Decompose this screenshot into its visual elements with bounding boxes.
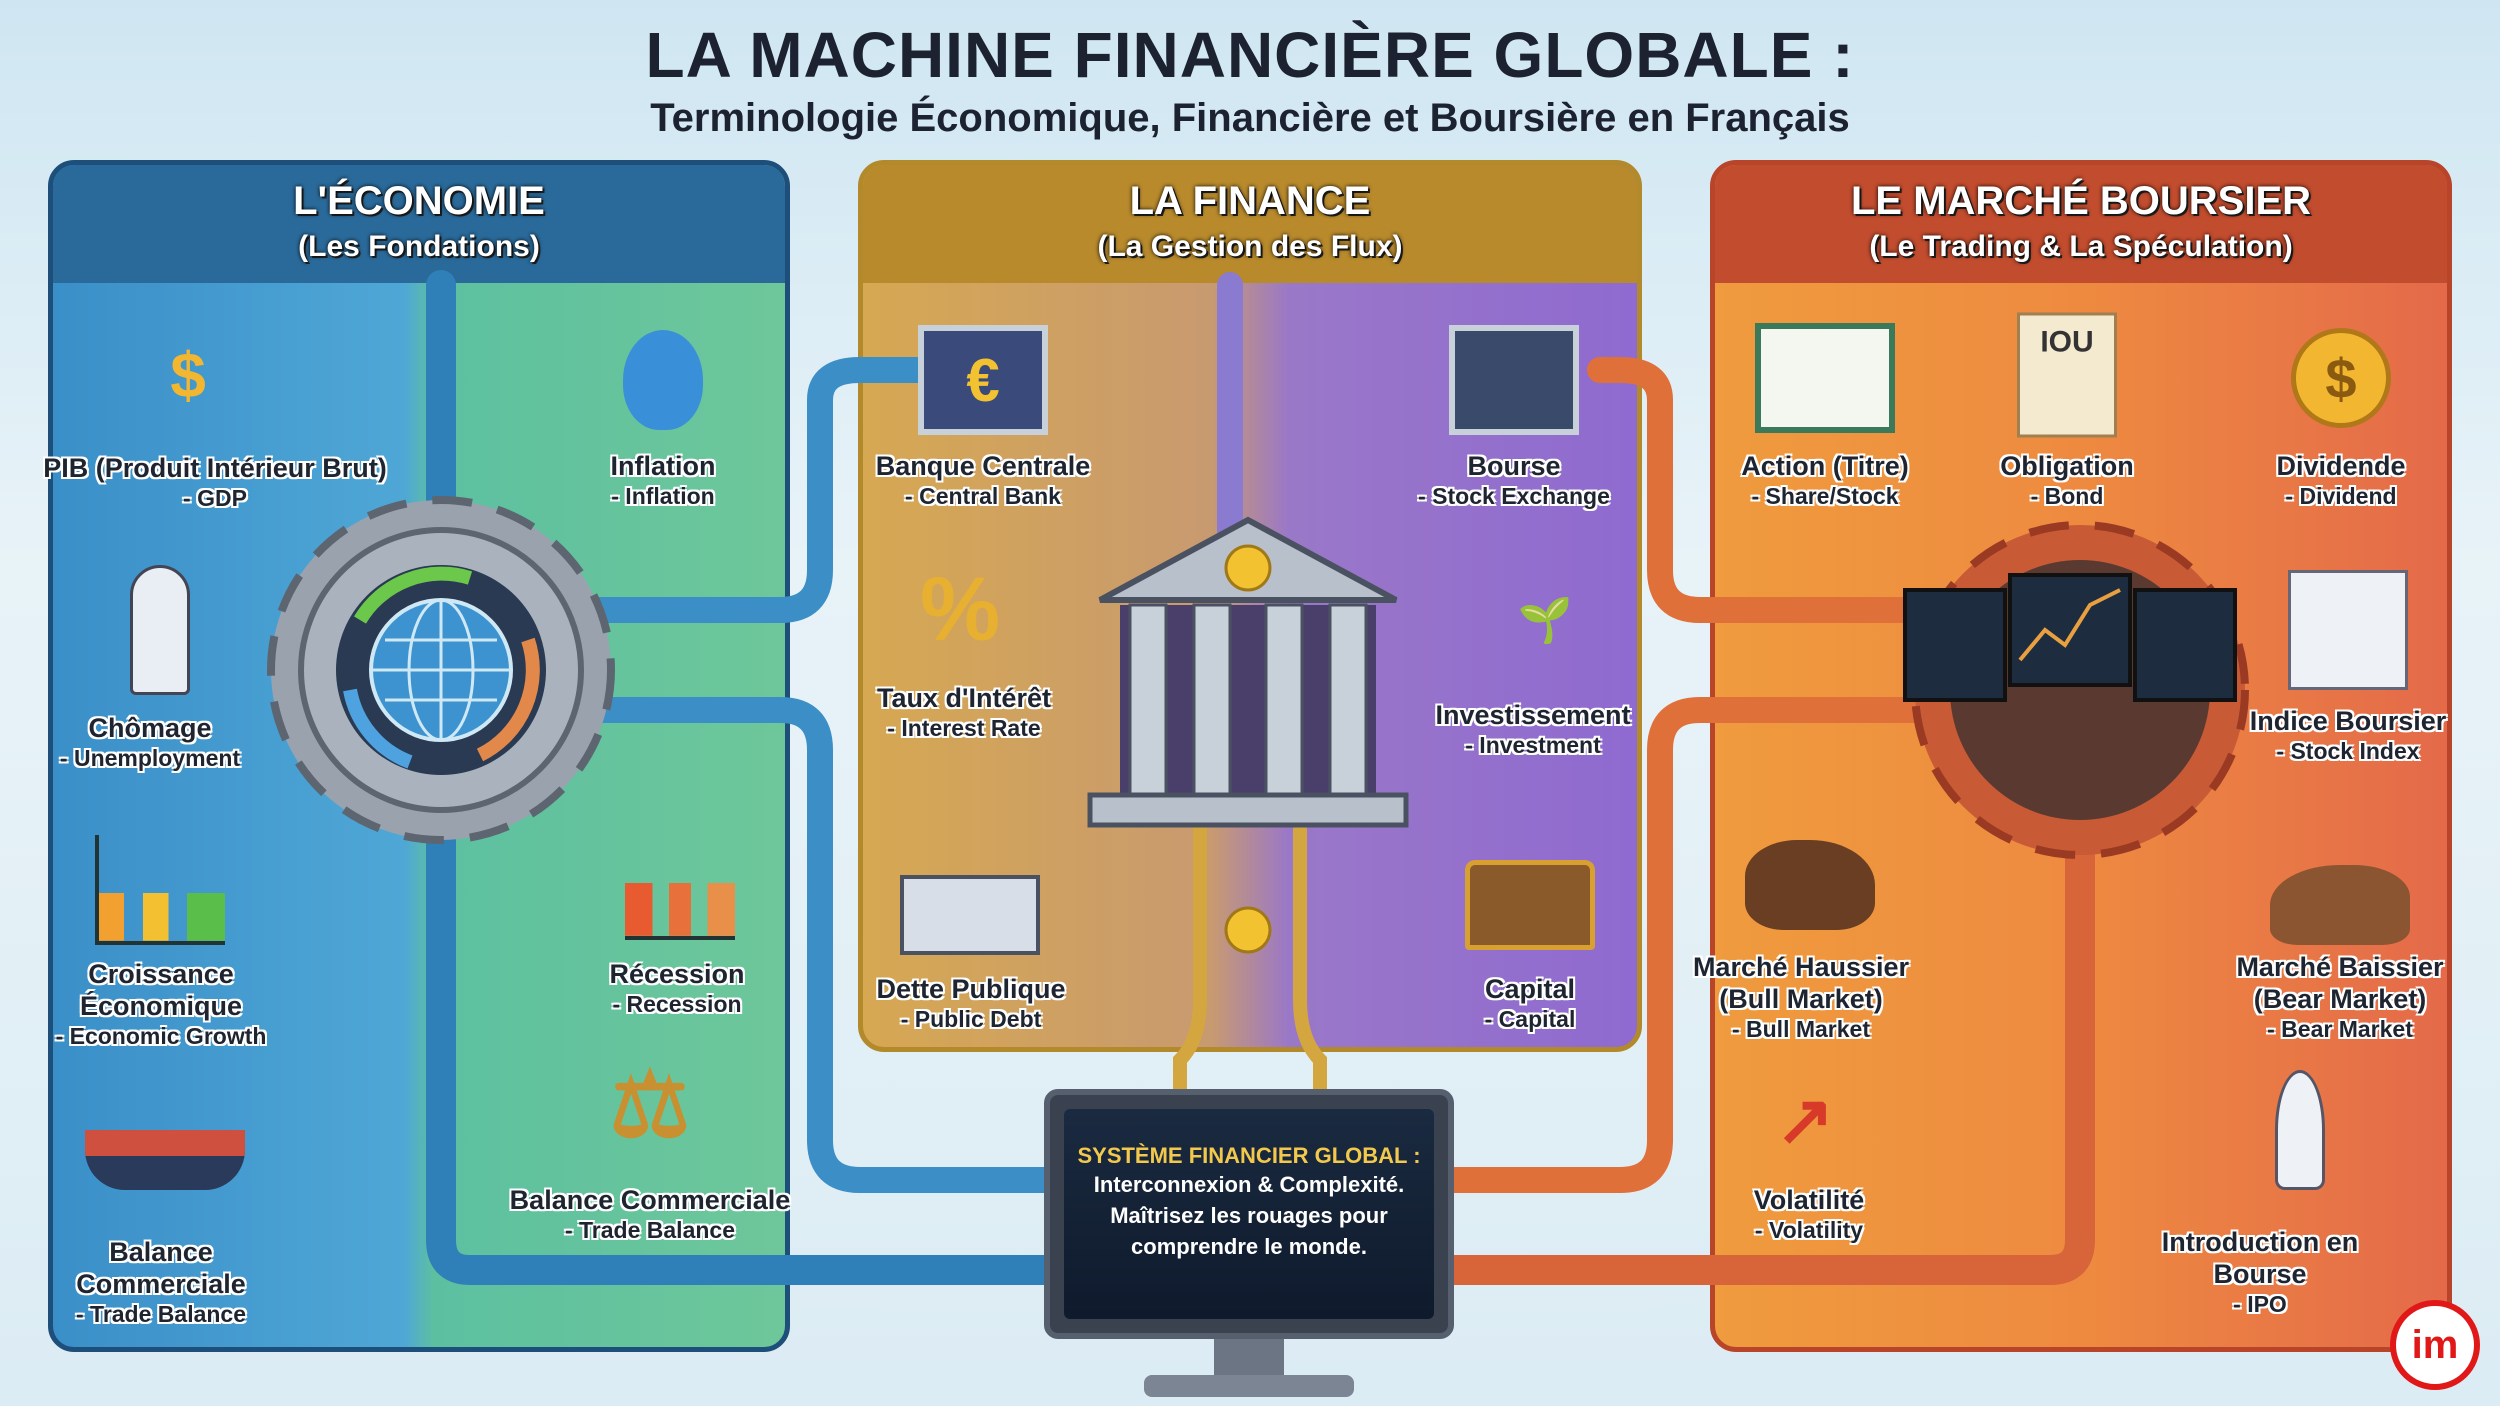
term-gdp: PIB (Produit Intérieur Brut)- GDP (43, 453, 387, 511)
volatility-icon: ↗ (1775, 1081, 1835, 1159)
term-bull-market: Marché Haussier(Bull Market)- Bull Marke… (1692, 952, 1910, 1042)
term-dividend: Dividende- Dividend (2276, 451, 2406, 509)
term-interest-rate: Taux d'Intérêt- Interest Rate (877, 683, 1051, 741)
term-share: Action (Titre)- Share/Stock (1741, 451, 1909, 509)
main-subtitle: Terminologie Économique, Financière et B… (650, 96, 1850, 140)
blue-pipe-main (426, 270, 1059, 1285)
central-temple-icon (1087, 516, 1409, 954)
treasure-chest-icon (1465, 860, 1595, 950)
central-monitor: SYSTÈME FINANCIER GLOBAL : Interconnexio… (1044, 1089, 1454, 1339)
monitor-line-1: Interconnexion & Complexité. (1093, 1172, 1405, 1197)
market-gear (1903, 521, 2249, 859)
market-subtitle: (Le Trading & La Spéculation) (1869, 230, 2293, 263)
finance-header: LA FINANCE (La Gestion des Flux) (863, 165, 1637, 283)
cycle-arrow-icon (353, 566, 473, 624)
blue-pipe-lower (547, 697, 1057, 1193)
stock-index-chart-icon (2288, 570, 2408, 690)
monitor-line-2: Maîtrisez les rouages pour (1110, 1203, 1388, 1228)
term-stock-exchange: Bourse- Stock Exchange (1418, 451, 1610, 509)
bond-scroll-icon: IOU (2017, 312, 2117, 438)
term-volatility: Volatilité- Volatility (1753, 1185, 1865, 1243)
orange-pipe-main (1439, 805, 2095, 1285)
public-building-icon (900, 875, 1040, 955)
orange-pipe-upper (1587, 357, 1953, 623)
blue-pipe-upper (527, 357, 933, 623)
economy-panel: L'ÉCONOMIE (Les Fondations) (48, 160, 790, 1352)
coin-icon (1224, 906, 1272, 954)
term-unemployment: Chômage- Unemployment (59, 713, 241, 771)
cargo-ship-icon (85, 1130, 245, 1190)
monitor-screen: SYSTÈME FINANCIER GLOBAL : Interconnexio… (1064, 1109, 1434, 1319)
scale-icon: ⚖ (609, 1055, 691, 1156)
unemployed-person-icon (130, 565, 190, 695)
chart-screen-icon (2008, 573, 2132, 687)
term-bond: Obligation- Bond (2000, 451, 2134, 509)
main-title: LA MACHINE FINANCIÈRE GLOBALE : (645, 19, 1855, 91)
term-trade-balance-right: Balance Commerciale- Trade Balance (509, 1185, 791, 1243)
term-stock-index: Indice Boursier- Stock Index (2249, 706, 2447, 764)
economy-header: L'ÉCONOMIE (Les Fondations) (53, 165, 785, 283)
monitor-line-3: comprendre le monde. (1131, 1234, 1367, 1259)
stock-exchange-building-icon (1449, 325, 1579, 435)
term-public-debt: Dette Publique- Public Debt (876, 974, 1066, 1032)
im-logo: im (2390, 1300, 2480, 1390)
economy-title: L'ÉCONOMIE (293, 179, 545, 223)
share-certificate-icon (1755, 323, 1895, 433)
bull-screen-icon (1903, 588, 2007, 702)
dividend-coin-icon: $ (2291, 328, 2391, 428)
investment-plant-icon: 🌱 (1517, 596, 1573, 645)
finance-subtitle: (La Gestion des Flux) (1097, 230, 1403, 263)
term-investment: Investissement- Investment (1435, 700, 1631, 758)
term-bear-market: Marché Baissier(Bear Market)- Bear Marke… (2236, 952, 2444, 1042)
term-inflation: Inflation- Inflation (610, 451, 716, 509)
central-bank-euro-icon: € (918, 325, 1048, 435)
term-trade-balance-left: Balance Commerciale- Trade Balance (75, 1237, 247, 1327)
orange-pipe-lower (1441, 697, 1953, 1193)
finance-title: LA FINANCE (1129, 179, 1371, 223)
term-recession: Récession- Recession (609, 959, 745, 1017)
market-header: LE MARCHÉ BOURSIER (Le Trading & La Spécu… (1715, 165, 2447, 283)
monitor-stand (1214, 1339, 1284, 1377)
gdp-chart-coins-icon: $ (170, 339, 206, 411)
term-capital: Capital- Capital (1484, 974, 1576, 1032)
market-title: LE MARCHÉ BOURSIER (1850, 179, 2312, 223)
monitor-heading: SYSTÈME FINANCIER GLOBAL : (1077, 1143, 1421, 1168)
bear-screen-icon (2133, 588, 2237, 702)
economy-gear (267, 496, 615, 844)
term-ipo: Introduction en Bourse- IPO (2161, 1227, 2359, 1317)
growth-chart-icon (95, 835, 225, 945)
percent-clock-icon: % (919, 559, 1001, 660)
bear-icon (2270, 865, 2410, 945)
recession-chart-icon (625, 840, 735, 940)
term-economic-growth: Croissance Économique- Economic Growth (55, 959, 267, 1049)
economy-subtitle: (Les Fondations) (298, 230, 540, 263)
balloon-icon (623, 330, 703, 430)
bull-icon (1745, 840, 1875, 930)
gold-pipes (1173, 823, 1327, 1096)
term-central-bank: Banque Centrale- Central Bank (875, 451, 1091, 509)
rocket-icon (2275, 1070, 2325, 1190)
monitor-base (1144, 1375, 1354, 1397)
